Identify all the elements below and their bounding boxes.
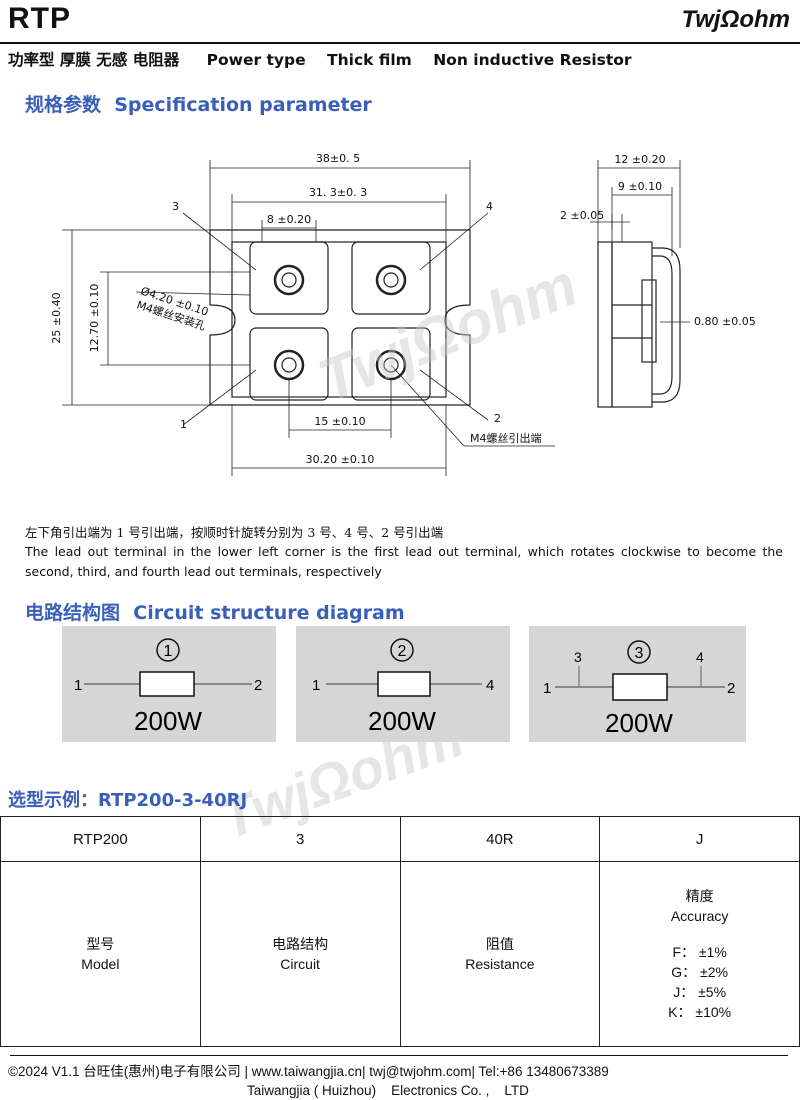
product-subtitle: 功率型 厚膜 无感 电阻器 Power type Thick film Non … — [8, 48, 632, 70]
side-dim-4: 0.80 ±0.05 — [694, 315, 756, 328]
panel-2-power: 200W — [368, 706, 436, 736]
side-dim-2: 9 ±0.10 — [618, 180, 662, 193]
spec-heading-cn: 规格参数 — [25, 94, 102, 116]
footer-divider — [10, 1055, 788, 1056]
circuit-cn: 电路结构 — [272, 936, 329, 952]
panel-1-right-pin: 2 — [254, 677, 262, 694]
product-title: RTP — [8, 2, 71, 35]
pin-1-label: 1 — [180, 418, 187, 431]
table-row: 型号 Model 电路结构 Circuit 阻值 Resistance 精度 A… — [0, 861, 800, 1047]
circuit-heading-cn: 电路结构图 — [25, 602, 121, 624]
code-accuracy: J — [599, 816, 800, 862]
accuracy-option-j: J： ±5% — [673, 984, 727, 1000]
brand-logo: TwjΩohm — [681, 6, 790, 33]
model-en: Model — [81, 956, 120, 972]
example-heading: 选型示例：RTP200-3-40RJ — [8, 790, 248, 811]
dim-width: 38±0. 5 — [316, 152, 360, 165]
header-divider — [0, 42, 800, 44]
pin-2-label: 2 — [494, 412, 501, 425]
subtitle-cn: 功率型 厚膜 无感 电阻器 — [8, 51, 180, 69]
resistance-en: Resistance — [465, 956, 535, 972]
side-dim-1: 12 ±0.20 — [614, 153, 665, 166]
spec-heading: 规格参数 Specification parameter — [25, 90, 372, 117]
accuracy-en: Accuracy — [670, 908, 729, 924]
panel-3-top-left-pin: 3 — [574, 649, 582, 665]
dim-bottom: 30.20 ±0.10 — [306, 453, 375, 466]
resistance-cell: 阻值 Resistance — [399, 861, 601, 1047]
circuit-panel-3: 3 1 2 3 4 200W — [529, 626, 746, 742]
code-model: RTP200 — [0, 816, 201, 862]
pin-3-label: 3 — [172, 200, 179, 213]
circuit-heading-en: Circuit structure diagram — [133, 602, 405, 624]
accuracy-cn: 精度 — [685, 888, 714, 904]
panel-3-number: 3 — [635, 645, 644, 662]
circuit-cell: 电路结构 Circuit — [199, 861, 401, 1047]
panel-2-number: 2 — [398, 643, 407, 660]
circuit-en: Circuit — [280, 956, 320, 972]
panel-1-power: 200W — [134, 706, 202, 736]
panel-2-left-pin: 1 — [312, 677, 320, 694]
model-cell: 型号 Model — [0, 861, 201, 1047]
terminal-note-en: The lead out terminal in the lower left … — [25, 544, 783, 579]
accuracy-cell: 精度 Accuracy F： ±1% G： ±2% J： ±5% K： ±10% — [599, 861, 800, 1047]
table-row: RTP200 3 40R J — [0, 816, 800, 862]
side-dim-3: 2 ±0.05 — [560, 209, 604, 222]
code-resistance: 40R — [399, 816, 601, 862]
dim-inner: 31. 3±0. 3 — [309, 186, 367, 199]
footer-company: Taiwangjia ( Huizhou) Electronics Co. , … — [247, 1083, 529, 1098]
panel-1-left-pin: 1 — [74, 677, 82, 694]
circuit-panel-1: 1 1 2 200W — [62, 626, 276, 742]
ordering-table: RTP200 3 40R J 型号 Model 电路结构 Circuit 阻值 … — [0, 816, 800, 1047]
subtitle-en-2: Thick film — [327, 51, 412, 69]
code-circuit: 3 — [199, 816, 401, 862]
panel-3-right-pin: 2 — [727, 680, 735, 697]
panel-3-top-right-pin: 4 — [696, 649, 704, 665]
dim-half-height: 12.70 ±0.10 — [88, 284, 101, 353]
spec-heading-en: Specification parameter — [114, 94, 372, 116]
panel-1-number: 1 — [164, 643, 173, 660]
panel-3-power: 200W — [605, 708, 673, 738]
terminal-label: M4螺丝引出端 — [470, 431, 542, 445]
dim-height: 25 ±0.40 — [50, 292, 63, 343]
watermark-top: TwjΩohm — [309, 251, 586, 415]
pin-4-label: 4 — [486, 200, 493, 213]
accuracy-option-g: G： ±2% — [671, 964, 728, 980]
subtitle-en-3: Non inductive Resistor — [433, 51, 632, 69]
dimension-drawing: 38±0. 5 31. 3±0. 3 8 ±0.20 25 ±0.40 12.7… — [50, 152, 756, 476]
dim-pad: 8 ±0.20 — [267, 213, 311, 226]
terminal-note-cn: 左下角引出端为 1 号引出端，按顺时针旋转分别为 3 号、4 号、2 号引出端 — [25, 525, 444, 540]
subtitle-en-1: Power type — [206, 51, 306, 69]
model-cn: 型号 — [86, 936, 115, 952]
circuit-panel-2: 2 1 4 200W — [296, 626, 510, 742]
accuracy-option-f: F： ±1% — [672, 944, 727, 960]
footer-contact: ©2024 V1.1 台旺佳(惠州)电子有限公司 | www.taiwangji… — [8, 1064, 609, 1079]
panel-2-right-pin: 4 — [486, 677, 494, 694]
resistance-cn: 阻值 — [485, 936, 514, 952]
accuracy-option-k: K： ±10% — [668, 1004, 732, 1020]
circuit-heading: 电路结构图 Circuit structure diagram — [25, 598, 405, 625]
dim-hole-spacing: 15 ±0.10 — [314, 415, 365, 428]
panel-3-left-pin: 1 — [543, 680, 551, 697]
